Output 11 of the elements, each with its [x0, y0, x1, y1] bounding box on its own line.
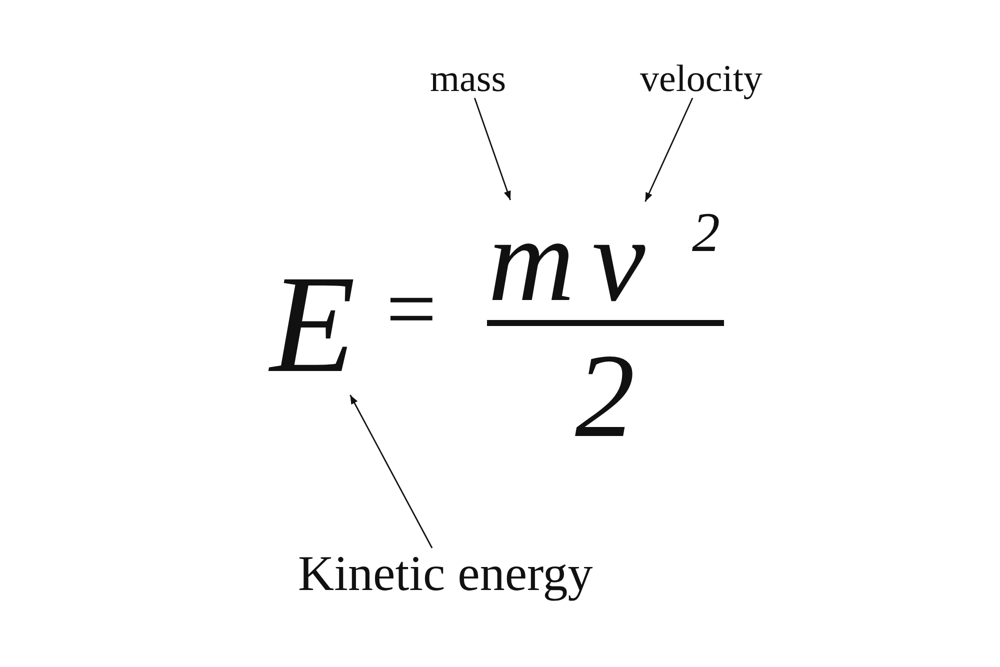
- exponent: 2: [692, 205, 720, 261]
- formula-symbol: E: [270, 255, 356, 395]
- formula-symbol: m: [488, 200, 575, 320]
- leader-arrow: [474, 98, 511, 200]
- leader-arrow: [644, 98, 694, 202]
- denominator: 2: [575, 336, 635, 456]
- formula-symbol: v: [592, 200, 646, 320]
- equals-sign: =: [386, 265, 437, 355]
- annotation-label: mass: [430, 60, 506, 98]
- leader-arrow: [350, 394, 433, 548]
- annotation-label: velocity: [640, 60, 762, 98]
